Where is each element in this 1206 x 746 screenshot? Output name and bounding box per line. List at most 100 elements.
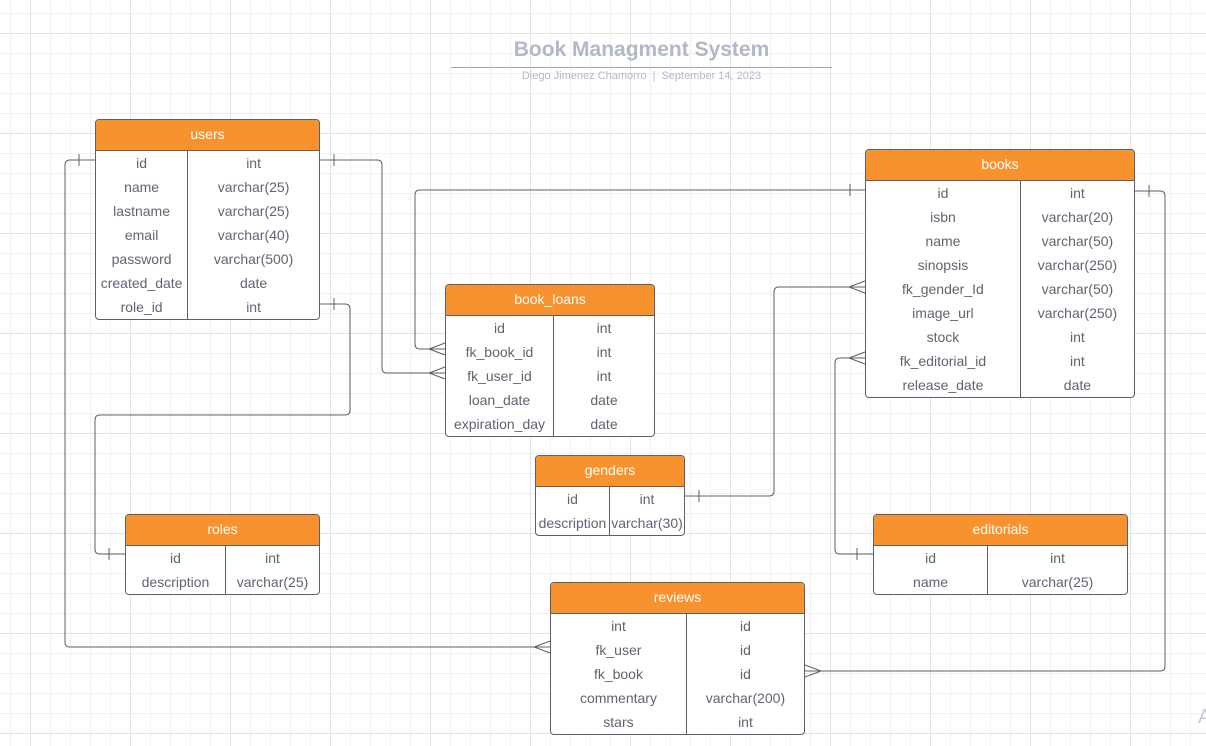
field-name: name <box>96 175 189 199</box>
field-type: varchar(20) <box>1041 209 1114 225</box>
connector-editorials-books[interactable] <box>834 357 873 555</box>
field-type: varchar(500) <box>213 251 294 267</box>
field-type: int <box>1070 353 1085 369</box>
many-marker <box>427 366 446 380</box>
connector-users-book-loans[interactable] <box>320 159 445 374</box>
field-name: expiration_day <box>446 412 554 436</box>
field-name: fk_book_id <box>446 340 554 364</box>
field-type: varchar(250) <box>1037 305 1118 321</box>
table-row: fk_user_id int <box>446 364 654 388</box>
field-name: fk_user_id <box>446 364 554 388</box>
field-name: email <box>96 223 189 247</box>
table-row: stars int <box>551 710 804 734</box>
field-type: int <box>246 299 261 315</box>
table-row: fk_editorial_id int <box>866 349 1134 373</box>
field-name: id <box>446 316 554 340</box>
field-name: int <box>551 614 687 638</box>
table-row: id int <box>126 546 319 570</box>
connector-users-reviews[interactable] <box>64 159 550 648</box>
field-type: int <box>1070 185 1085 201</box>
field-name: stars <box>551 710 687 734</box>
field-type: int <box>596 320 612 336</box>
field-name: description <box>126 570 226 594</box>
connector-books-reviews[interactable] <box>805 190 1166 672</box>
field-name: image_url <box>866 301 1021 325</box>
field-name: id <box>866 181 1021 205</box>
field-name: id <box>126 546 226 570</box>
field-type: int <box>639 491 655 507</box>
corner-watermark-text: A <box>1198 706 1206 728</box>
connector-books-book-loans[interactable] <box>414 189 865 350</box>
field-type: date <box>590 416 618 432</box>
table-row: release_date date <box>866 373 1134 397</box>
field-name: release_date <box>866 373 1021 397</box>
table-row: id int <box>536 487 684 511</box>
connector-roles-users[interactable] <box>94 303 351 555</box>
field-type: date <box>590 392 618 408</box>
field-name: id <box>536 487 610 511</box>
table-header: reviews <box>551 583 804 614</box>
table-row: id int <box>866 181 1134 205</box>
table-header: editorials <box>874 515 1127 546</box>
table-row: isbn varchar(20) <box>866 205 1134 229</box>
diagram-subtitle: Diego Jimenez Chamorro|September 14, 202… <box>451 70 832 82</box>
field-type: int <box>738 714 753 730</box>
connector-genders-books[interactable] <box>685 286 865 497</box>
table-row: password varchar(500) <box>96 247 319 271</box>
diagram-title: Book Managment System <box>451 38 832 68</box>
many-marker <box>532 640 551 654</box>
table-header: roles <box>126 515 319 546</box>
field-type: id <box>740 642 751 658</box>
field-name: id <box>874 546 989 570</box>
field-name: password <box>96 247 189 271</box>
table-row: image_url varchar(250) <box>866 301 1134 325</box>
field-name: description <box>536 511 610 535</box>
author-name: Diego Jimenez Chamorro <box>521 70 647 82</box>
field-name: fk_editorial_id <box>866 349 1021 373</box>
field-name: loan_date <box>446 388 554 412</box>
table-row: fk_book_id int <box>446 340 654 364</box>
table-row: id int <box>446 316 654 340</box>
field-type: varchar(30) <box>611 515 683 531</box>
field-name: lastname <box>96 199 189 223</box>
field-type: varchar(200) <box>705 690 786 706</box>
field-type: varchar(50) <box>1041 233 1114 249</box>
field-type: int <box>596 368 612 384</box>
field-type: date <box>239 275 268 291</box>
field-type: int <box>265 550 280 566</box>
field-type: int <box>246 155 261 171</box>
field-name: stock <box>866 325 1021 349</box>
many-marker <box>847 351 866 365</box>
subtitle-separator: | <box>652 70 656 82</box>
table-row: name varchar(50) <box>866 229 1134 253</box>
field-type: int <box>596 344 612 360</box>
field-name: isbn <box>866 205 1021 229</box>
table-row: id int <box>96 151 319 175</box>
field-name: name <box>866 229 1021 253</box>
field-type: int <box>1070 329 1085 345</box>
table-row: loan_date date <box>446 388 654 412</box>
field-name: id <box>96 151 189 175</box>
table-row: stock int <box>866 325 1134 349</box>
table-header: users <box>96 120 319 151</box>
many-marker <box>427 342 446 356</box>
field-type: date <box>1063 377 1092 393</box>
